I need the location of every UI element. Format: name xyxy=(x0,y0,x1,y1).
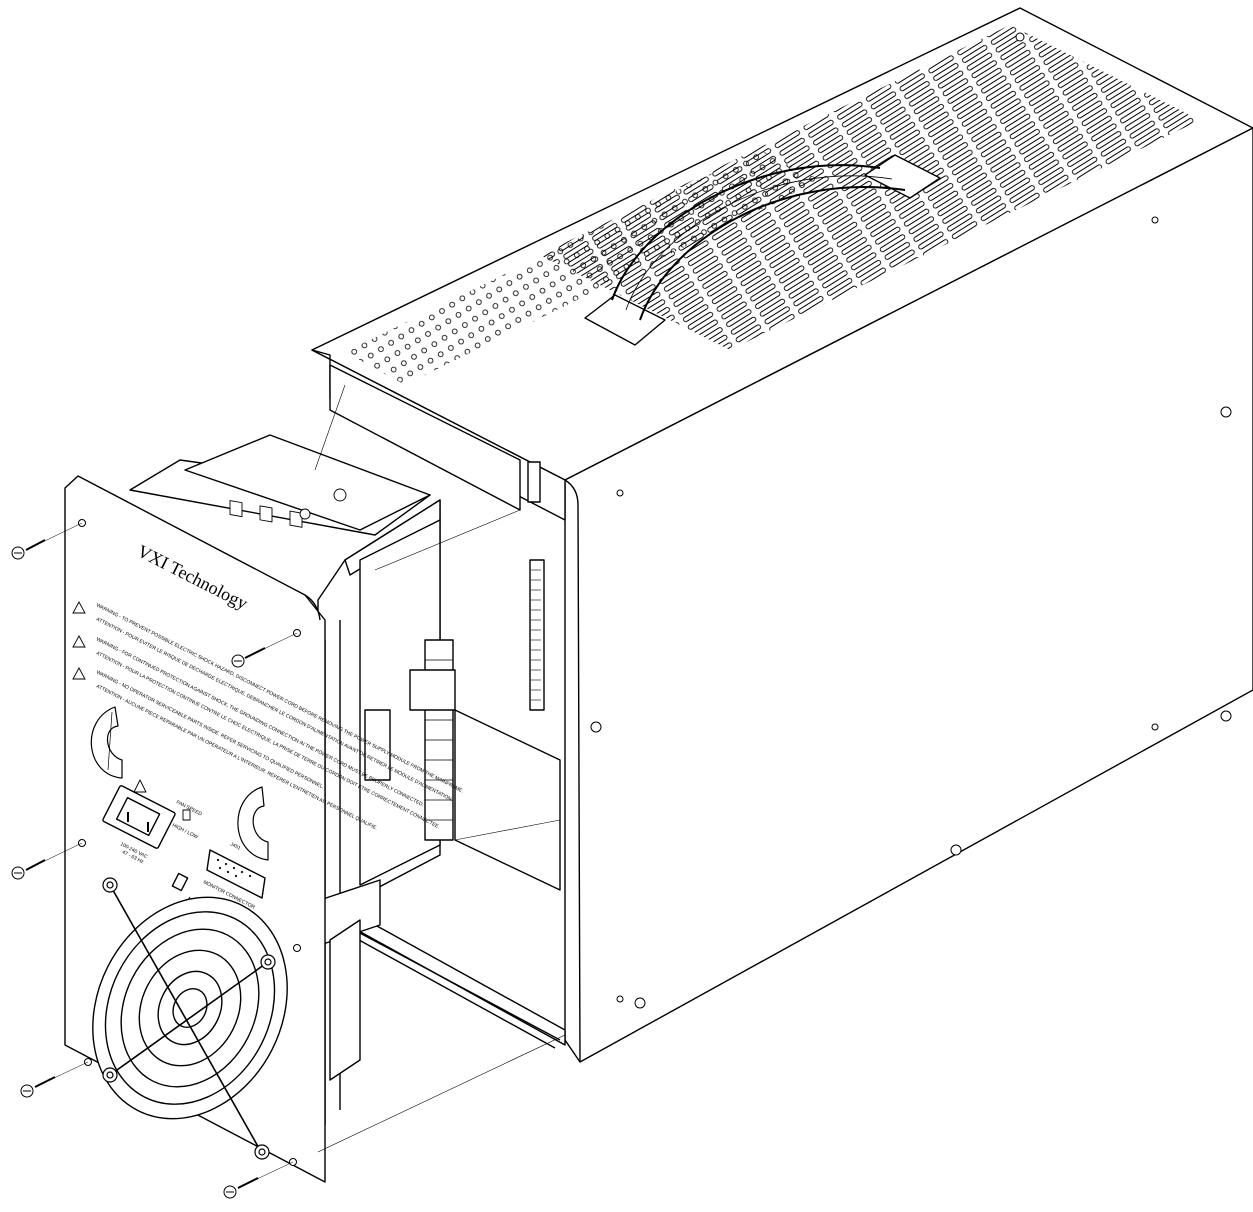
chassis-front-edge xyxy=(564,479,581,1063)
fan-speed-switch[interactable] xyxy=(182,809,191,821)
panel-grip-left xyxy=(90,706,123,779)
fan-guard-wires xyxy=(109,884,269,1151)
exploded-screw xyxy=(231,632,298,668)
side-panel-screws xyxy=(590,32,1232,1009)
panel-grip-right xyxy=(237,786,269,861)
cooling-fan xyxy=(92,896,288,1120)
backplane-connector-lower xyxy=(529,559,545,711)
connector-ref: J451 xyxy=(229,841,242,851)
projection-lines xyxy=(314,384,566,1153)
voltage-warning-triangle xyxy=(133,779,147,793)
exploded-screw xyxy=(11,522,83,560)
monitor-connector xyxy=(206,849,266,899)
carry-handle xyxy=(584,154,941,346)
exploded-screw xyxy=(223,1161,294,1199)
module-pcb xyxy=(359,519,441,886)
backplane-connector-upper xyxy=(527,461,541,503)
exploded-screw xyxy=(11,842,83,880)
ac-power-inlet xyxy=(102,785,176,849)
exploded-screw xyxy=(20,1061,89,1098)
fan-guard-studs xyxy=(102,877,276,1160)
chassis-side-panel xyxy=(564,127,1253,1063)
